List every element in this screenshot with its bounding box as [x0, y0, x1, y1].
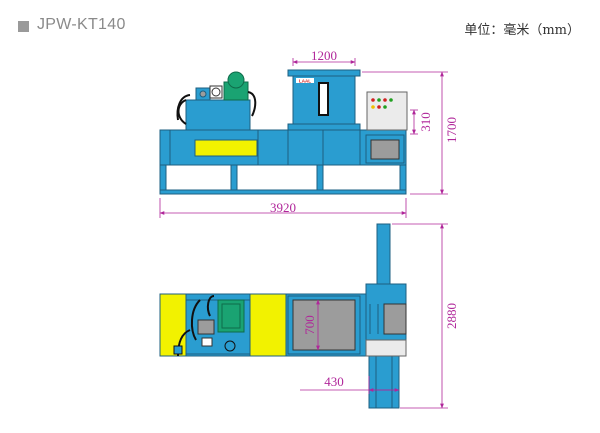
outlet-channel: [368, 355, 400, 409]
dim-chamber-width: 700: [302, 315, 317, 335]
logo-text: LAAL: [299, 79, 311, 84]
dim-total-height: 1700: [444, 117, 459, 143]
header-square-icon: [18, 21, 29, 32]
front-dimensions: [159, 58, 448, 218]
hydraulic-tank: [185, 99, 251, 131]
plan-valve-block: [197, 319, 215, 335]
control-box: [366, 91, 408, 131]
plan-yellow-right: [249, 293, 287, 357]
front-yellow-panel: [194, 139, 258, 157]
dim-outlet-width: 430: [324, 374, 344, 389]
dim-door-height: 310: [418, 112, 433, 132]
press-cap: [287, 69, 361, 77]
logo-plate: [296, 78, 314, 83]
dim-plan-length: 2880: [444, 303, 459, 329]
cylinder-top: [376, 223, 391, 287]
hose-left-2: [176, 94, 191, 121]
dim-total-length: 3920: [270, 200, 296, 215]
plan-control-box: [365, 339, 407, 357]
discharge-door: [370, 139, 400, 160]
plan-hose-1: [190, 299, 201, 341]
front-main-body: [159, 129, 407, 166]
plan-hose-3: [206, 295, 215, 317]
model-title: JPW-KT140: [37, 16, 126, 33]
dim-top-width: 1200: [311, 48, 337, 63]
plan-gauge-icon: [201, 337, 213, 347]
compression-chamber: [292, 299, 356, 351]
plan-dimensions: [300, 223, 448, 409]
unit-label: 单位：毫米（mm）: [464, 23, 580, 38]
front-base-rail: [159, 189, 407, 195]
sight-window: [318, 82, 329, 116]
plan-gray-panel: [383, 303, 407, 335]
hose-right: [247, 91, 257, 117]
front-view: LAAL: [159, 69, 408, 195]
plan-view: [159, 223, 407, 409]
press-base: [287, 123, 361, 131]
